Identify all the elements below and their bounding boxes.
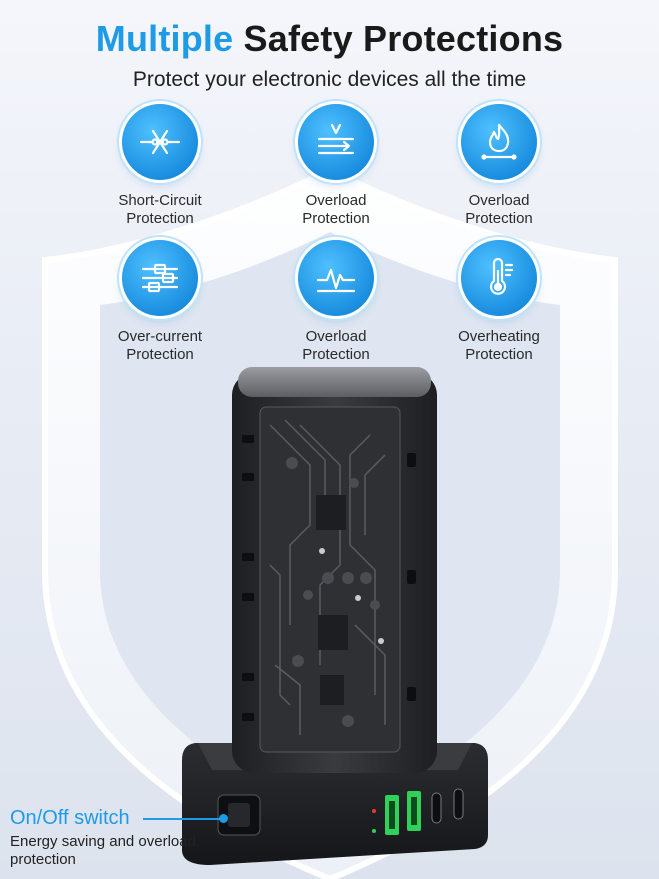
feature-overload-voltage: Overload Protection	[251, 104, 421, 228]
feature-overload-pulse: Overload Protection	[251, 240, 421, 364]
page-subtitle: Protect your electronic devices all the …	[132, 68, 527, 91]
switch-callout-title: On/Off switch	[10, 807, 130, 829]
callout-dot	[219, 814, 228, 823]
thermometer-icon	[489, 257, 514, 295]
page-title: Multiple Safety Protections	[95, 18, 564, 59]
feature-overheating: Overheating Protection	[414, 240, 584, 364]
flame-icon	[481, 123, 517, 160]
feature-overload-fire: Overload Protection	[414, 104, 584, 228]
short-circuit-icon	[139, 129, 181, 155]
pulse-icon	[316, 268, 356, 293]
callout-line	[143, 818, 223, 820]
current-icon	[141, 263, 179, 293]
voltage-icon	[317, 123, 355, 155]
feature-short-circuit: Short-Circuit Protection	[75, 104, 245, 228]
feature-over-current: Over-current Protection	[75, 240, 245, 364]
switch-callout-description: Energy saving and overload protection	[10, 833, 196, 868]
power-strip-tower	[182, 367, 488, 865]
